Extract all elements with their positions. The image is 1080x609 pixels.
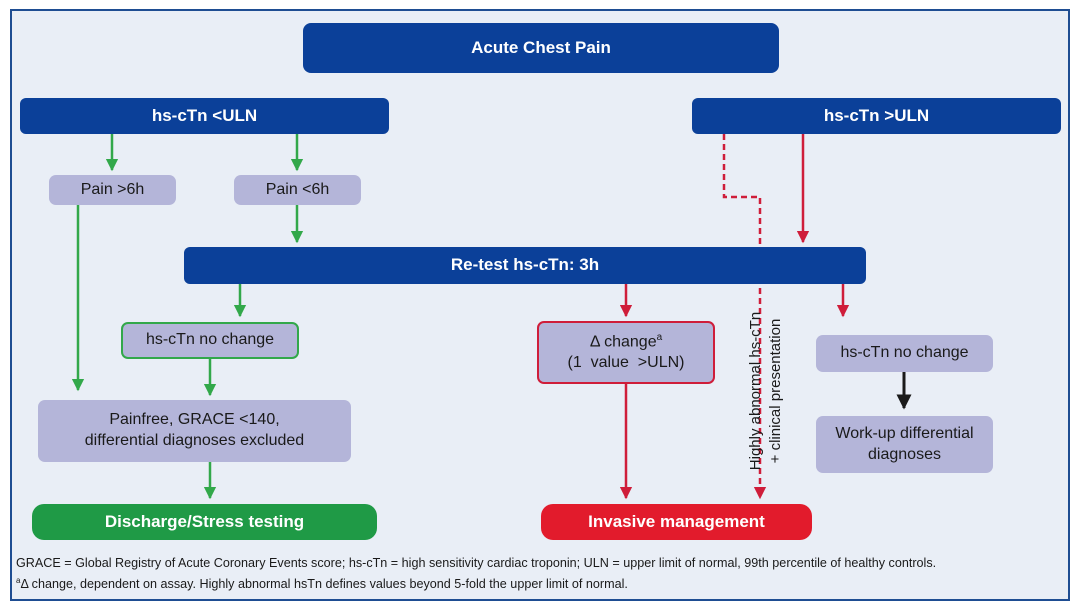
no-change-right-box: hs-cTn no change — [816, 335, 993, 372]
discharge-box: Discharge/Stress testing — [32, 504, 377, 540]
hs-ctn-high-box: hs-cTn >ULN — [692, 98, 1061, 134]
acute-chest-pain-box: Acute Chest Pain — [303, 23, 779, 73]
invasive-box: Invasive management — [541, 504, 812, 540]
pain-gt6-label: Pain >6h — [80, 180, 145, 198]
hs-ctn-high-label: hs-cTn >ULN — [823, 105, 930, 125]
delta-change-box: Δ changea (1 value >ULN) — [537, 321, 715, 384]
workup-line2: diagnoses — [868, 445, 941, 463]
footnote-delta: aΔ change, dependent on assay. Highly ab… — [16, 576, 628, 592]
no-change-left-box: hs-cTn no change — [121, 322, 299, 359]
footnote-abbreviations: GRACE = Global Registry of Acute Coronar… — [16, 556, 937, 570]
highly-abnormal-line2: + clinical presentation — [767, 318, 784, 464]
painfree-box: Painfree, GRACE <140, differential diagn… — [38, 400, 351, 462]
acute-chest-pain-label: Acute Chest Pain — [471, 37, 611, 57]
discharge-label: Discharge/Stress testing — [104, 511, 305, 531]
pain-gt6-box: Pain >6h — [49, 175, 176, 205]
hs-ctn-low-label: hs-cTn <ULN — [151, 105, 258, 125]
retest-label: Re-test hs-cTn: 3h — [450, 255, 600, 275]
painfree-line1: Painfree, GRACE <140, — [109, 411, 280, 429]
hs-ctn-low-box: hs-cTn <ULN — [20, 98, 389, 134]
retest-box: Re-test hs-cTn: 3h — [184, 247, 866, 284]
delta-change-line1: Δ changea — [589, 332, 663, 351]
workup-box: Work-up differential diagnoses — [816, 416, 993, 473]
arrow-dashed-high-to-invasive — [722, 134, 767, 500]
invasive-label: Invasive management — [588, 511, 765, 531]
pain-lt6-label: Pain <6h — [265, 180, 330, 198]
pain-lt6-box: Pain <6h — [234, 175, 361, 205]
delta-change-line2: (1 value >ULN) — [567, 354, 685, 372]
no-change-left-label: hs-cTn no change — [145, 331, 275, 349]
highly-abnormal-annotation: Highly abnormal hs-cTn + clinical presen… — [746, 271, 788, 511]
painfree-line2: differential diagnoses excluded — [84, 432, 305, 449]
highly-abnormal-line1: Highly abnormal hs-cTn — [747, 311, 764, 471]
workup-line1: Work-up differential — [835, 424, 974, 442]
no-change-right-label: hs-cTn no change — [840, 344, 969, 362]
